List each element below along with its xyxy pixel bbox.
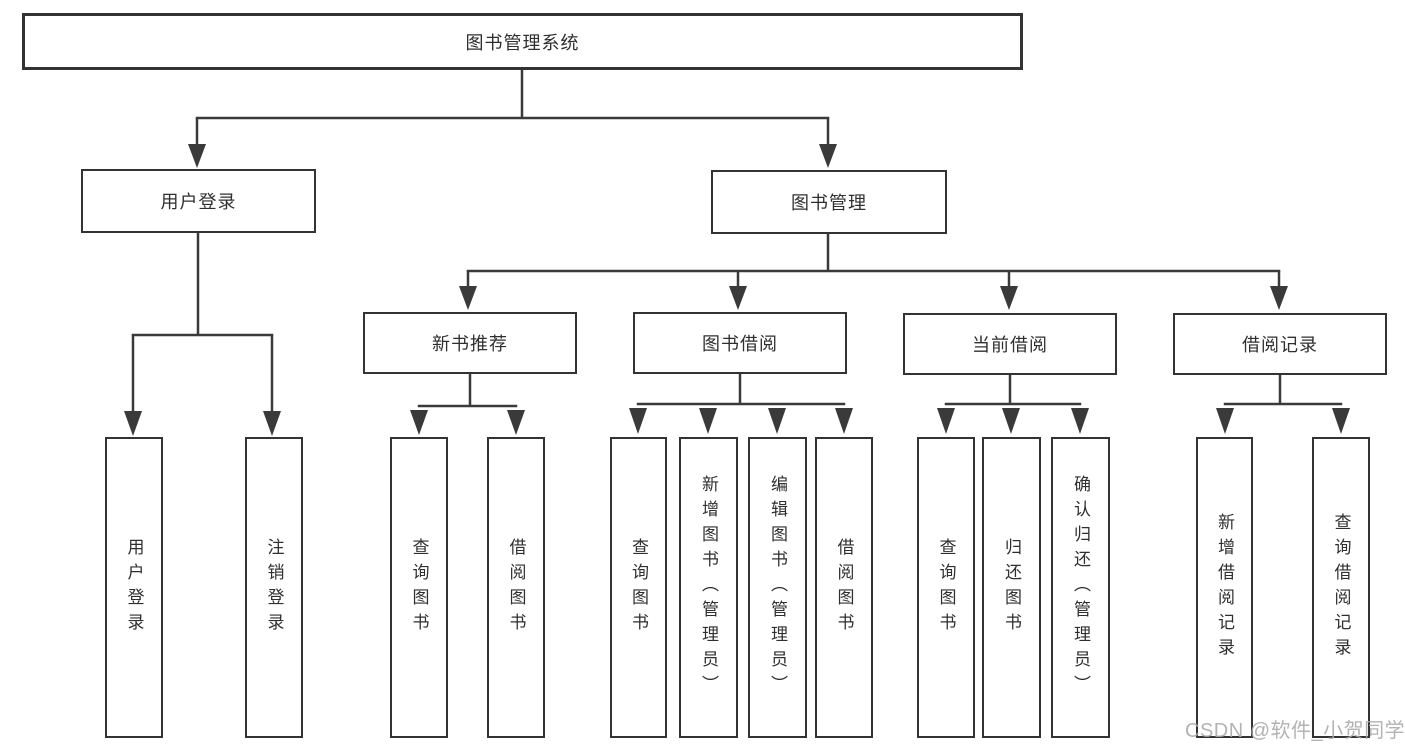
node-borrowing-records: 借阅记录 <box>1173 313 1387 375</box>
leaf-add-book-admin: 新增图书（管理员） <box>679 437 738 738</box>
leaf-borrow-book: 借阅图书 <box>815 437 873 738</box>
leaf-borrow-query-book-label: 查询图书 <box>629 537 648 638</box>
leaf-confirm-return-admin-label: 确认归还（管理员） <box>1071 475 1090 700</box>
leaf-return-book: 归还图书 <box>982 437 1041 738</box>
node-root-label: 图书管理系统 <box>465 32 580 53</box>
node-user-login-label: 用户登录 <box>160 192 237 212</box>
leaf-recommend-borrow-book: 借阅图书 <box>487 437 545 738</box>
connector-recommend-to-leaves <box>410 374 525 435</box>
leaf-edit-book-admin: 编辑图书（管理员） <box>748 437 807 738</box>
connector-borrow-to-leaves <box>629 374 853 434</box>
leaf-user-login: 用户登录 <box>105 437 163 738</box>
node-book-management: 图书管理 <box>711 170 947 234</box>
leaf-logout-label: 注销登录 <box>264 537 284 638</box>
node-book-borrowing-label: 图书借阅 <box>702 334 778 354</box>
leaf-logout: 注销登录 <box>245 437 303 738</box>
leaf-recommend-borrow-book-label: 借阅图书 <box>506 537 526 638</box>
leaf-add-borrow-record-label: 新增借阅记录 <box>1215 512 1234 663</box>
leaf-query-borrow-record-label: 查询借阅记录 <box>1331 512 1351 663</box>
leaf-recommend-query-book-label: 查询图书 <box>409 537 429 638</box>
node-new-book-recommend-label: 新书推荐 <box>432 334 508 354</box>
leaf-recommend-query-book: 查询图书 <box>390 437 448 738</box>
leaf-add-borrow-record: 新增借阅记录 <box>1196 437 1253 738</box>
leaf-edit-book-admin-label: 编辑图书（管理员） <box>768 475 787 700</box>
connector-current-to-leaves <box>937 374 1089 434</box>
node-current-borrowing-label: 当前借阅 <box>972 335 1048 355</box>
node-new-book-recommend: 新书推荐 <box>363 312 577 374</box>
leaf-add-book-admin-label: 新增图书（管理员） <box>699 475 718 700</box>
node-book-management-label: 图书管理 <box>791 193 867 213</box>
connector-root-to-branches <box>188 70 837 168</box>
node-book-borrowing: 图书借阅 <box>633 312 847 374</box>
leaf-query-borrow-record: 查询借阅记录 <box>1312 437 1370 738</box>
leaf-borrow-book-label: 借阅图书 <box>834 537 854 638</box>
node-current-borrowing: 当前借阅 <box>903 313 1117 375</box>
leaf-user-login-label: 用户登录 <box>124 537 144 638</box>
leaf-confirm-return-admin: 确认归还（管理员） <box>1051 437 1110 738</box>
node-user-login: 用户登录 <box>81 169 316 233</box>
leaf-return-book-label: 归还图书 <box>1002 537 1021 638</box>
connector-records-to-leaves <box>1216 374 1350 434</box>
node-borrowing-records-label: 借阅记录 <box>1242 335 1318 355</box>
csdn-watermark: CSDN @软件_小贺同学 <box>1185 720 1405 742</box>
leaf-current-query-book: 查询图书 <box>917 437 975 738</box>
leaf-borrow-query-book: 查询图书 <box>610 437 667 738</box>
connector-management-to-modules <box>459 234 1288 310</box>
node-root-system: 图书管理系统 <box>22 13 1023 70</box>
leaf-current-query-book-label: 查询图书 <box>936 537 956 638</box>
connector-login-to-leaves <box>124 233 281 436</box>
